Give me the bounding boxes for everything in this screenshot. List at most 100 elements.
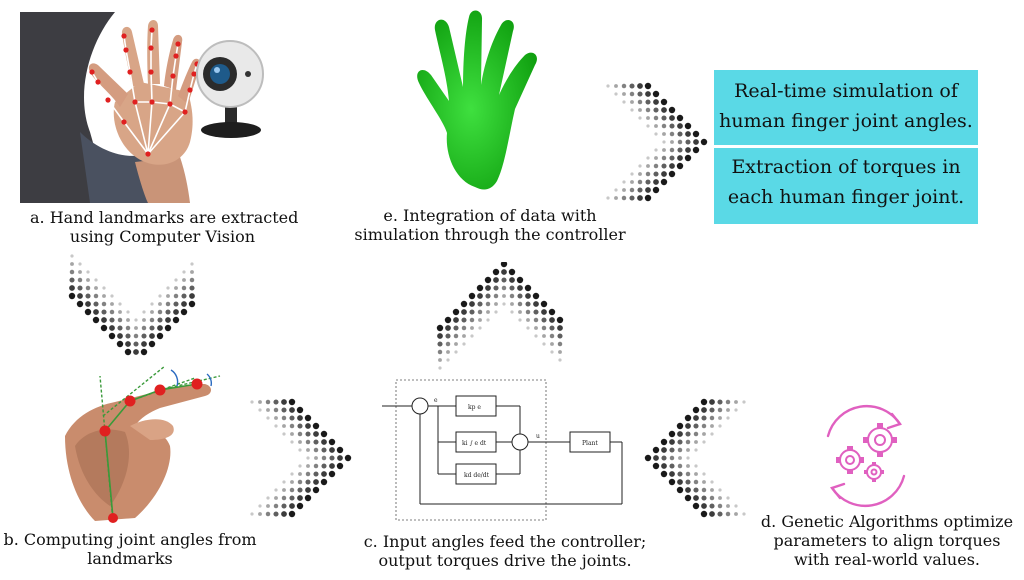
- arrow-dot: [133, 333, 139, 339]
- arrow-dot: [188, 300, 196, 308]
- arrow-dot: [190, 270, 194, 274]
- output-summing-junction: [511, 433, 529, 451]
- arrow-dot: [542, 342, 546, 346]
- arrow-dot: [637, 187, 643, 193]
- arrow-dot: [158, 302, 162, 306]
- arrow-dot: [117, 325, 123, 331]
- arrow-dot: [550, 350, 554, 354]
- arrow-dot: [305, 471, 311, 477]
- arrow-dot: [306, 448, 310, 452]
- arrow-dot: [686, 448, 690, 452]
- arrow-dot: [614, 196, 618, 200]
- arrow-dot: [313, 431, 319, 437]
- arrow-dot: [550, 342, 554, 346]
- arrow-dot: [69, 269, 75, 275]
- arrow-dot: [710, 424, 714, 428]
- gear-cycle-icon: [826, 404, 906, 508]
- arrow-dot: [156, 332, 164, 340]
- arrow-dot: [677, 123, 683, 129]
- arrow-dot: [141, 325, 147, 331]
- arrow-dot: [525, 309, 531, 315]
- arrow-dot: [454, 350, 458, 354]
- arrow-dot: [445, 325, 451, 331]
- arrow-dot: [669, 147, 675, 153]
- arrow-dot: [542, 334, 546, 338]
- arrow-dot: [734, 504, 738, 508]
- arrow-dot: [462, 334, 466, 338]
- caption-a-line1: a. Hand landmarks are extracted: [30, 208, 299, 227]
- arrow-dot: [329, 463, 335, 469]
- arrow-dot: [654, 156, 658, 160]
- arrow-dot: [250, 400, 254, 404]
- arrow-dot: [174, 286, 178, 290]
- arrow-dot: [693, 423, 699, 429]
- caption-c: c. Input angles feed the controller; out…: [360, 532, 650, 570]
- arrow-dot: [182, 270, 186, 274]
- arrow-dot: [305, 423, 311, 429]
- arrow-dot: [669, 455, 675, 461]
- arrow-dot: [661, 155, 667, 161]
- arrow-dot: [166, 294, 170, 298]
- arrow-dot: [726, 408, 730, 412]
- result-text-angles: Real-time simulation of human finger joi…: [714, 76, 978, 136]
- arrow-dot: [509, 285, 515, 291]
- arrow-dot: [717, 407, 723, 413]
- arrow-dot: [677, 155, 683, 161]
- arrow-dot: [157, 309, 163, 315]
- i-term-label: ki ∫ e dt: [462, 440, 487, 447]
- arrow-dot: [678, 456, 682, 460]
- panel-pid-controller: kp e ki ∫ e dt kd de/dt Plant e u: [378, 376, 640, 522]
- arrow-dot: [686, 456, 690, 460]
- arrow-dot: [630, 172, 634, 176]
- arrow-dot: [677, 471, 683, 477]
- arrow-dot: [94, 286, 98, 290]
- arrow-dot: [182, 278, 186, 282]
- arrow-dot: [686, 464, 690, 468]
- arrow-dot: [289, 415, 295, 421]
- arrow-dot: [288, 510, 296, 518]
- arrow-dot: [117, 333, 123, 339]
- arrow-dot: [258, 400, 262, 404]
- arrow-dot: [661, 107, 667, 113]
- chevron-arrow-left-bottom: [644, 398, 746, 518]
- arrow-dot: [140, 348, 148, 356]
- arrow-dot: [652, 446, 660, 454]
- arrow-dot: [709, 415, 715, 421]
- panel-genetic-algorithm: [800, 396, 930, 514]
- arrow-dot: [84, 308, 92, 316]
- arrow-dot: [68, 292, 76, 300]
- caption-c-line1: c. Input angles feed the controller;: [363, 532, 647, 551]
- arrow-dot: [265, 399, 271, 405]
- arrow-dot: [453, 325, 459, 331]
- arrow-dot: [124, 348, 132, 356]
- arrow-dot: [181, 285, 187, 291]
- arrow-dot: [501, 269, 507, 275]
- arrow-dot: [702, 472, 706, 476]
- arrow-dot: [694, 472, 698, 476]
- arrow-dot: [328, 438, 336, 446]
- chevron-arrow-right-top: [606, 82, 708, 202]
- arrow-dot: [734, 400, 738, 404]
- arrow-dot: [677, 439, 683, 445]
- arrow-dot: [134, 318, 138, 322]
- arrow-dot: [502, 294, 506, 298]
- arrow-dot: [557, 333, 563, 339]
- arrow-dot: [78, 270, 82, 274]
- arrow-dot: [701, 415, 707, 421]
- arrow-dot: [660, 98, 668, 106]
- arrow-dot: [453, 333, 459, 339]
- arrow-dot: [485, 301, 491, 307]
- arrow-dot: [180, 308, 188, 316]
- arrow-dot: [336, 446, 344, 454]
- arrow-dot: [677, 447, 683, 453]
- arrow-dot: [297, 415, 303, 421]
- arrow-dot: [622, 180, 626, 184]
- arrow-dot: [692, 146, 700, 154]
- arrow-dot: [717, 399, 723, 405]
- arrow-dot: [461, 325, 467, 331]
- arrow-dot: [314, 456, 318, 460]
- arrow-dot: [638, 116, 642, 120]
- arrow-dot: [509, 277, 515, 283]
- arrow-dot: [313, 463, 319, 469]
- arrow-dot: [453, 317, 459, 323]
